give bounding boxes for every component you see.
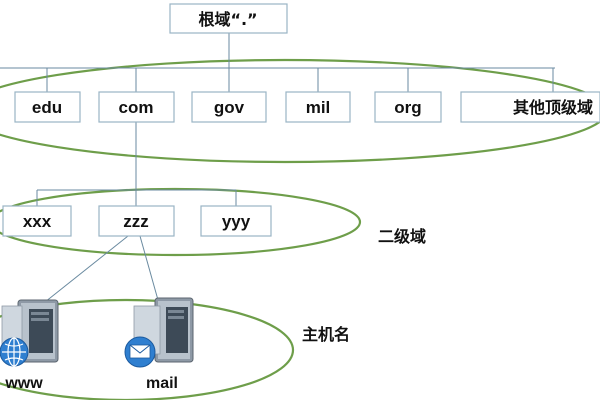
tld-label-com: com (119, 98, 154, 117)
root-domain-label: 根域“.” (198, 10, 257, 29)
tld-label-edu: edu (32, 98, 62, 117)
connector-zzz-www (39, 235, 129, 307)
tld-box-gov (191, 91, 267, 123)
tld-box-org (374, 91, 442, 123)
hostname-title: 主机名 (302, 325, 350, 344)
host-label-www: www (4, 375, 43, 392)
connector-zzz-mail (139, 235, 159, 301)
sld-box-xxx (2, 205, 72, 237)
sld-box-zzz (98, 205, 175, 237)
second-level-domain-group (0, 187, 362, 257)
sld-box-yyy (200, 205, 272, 237)
tld-label-gov: gov (214, 98, 245, 117)
top-level-domain-group (0, 58, 600, 164)
hostname-group (0, 298, 295, 400)
tld-box-edu (14, 91, 81, 123)
tld-label-other: 其他顶级域 (513, 98, 593, 117)
sld-label-xxx: xxx (23, 212, 52, 231)
sld-label-zzz: zzz (123, 212, 149, 231)
tld-box-com (98, 91, 175, 123)
tld-label-org: org (394, 98, 421, 117)
host-label-mail: mail (146, 375, 178, 392)
second-level-title: 二级域 (378, 227, 426, 246)
tld-label-mil: mil (306, 98, 331, 117)
tld-box-mil (285, 91, 351, 123)
sld-label-yyy: yyy (222, 212, 251, 231)
root-domain-box (169, 3, 288, 34)
server-mail-icon (124, 297, 194, 368)
server-globe-icon (0, 299, 59, 367)
tld-box-other (460, 91, 600, 123)
